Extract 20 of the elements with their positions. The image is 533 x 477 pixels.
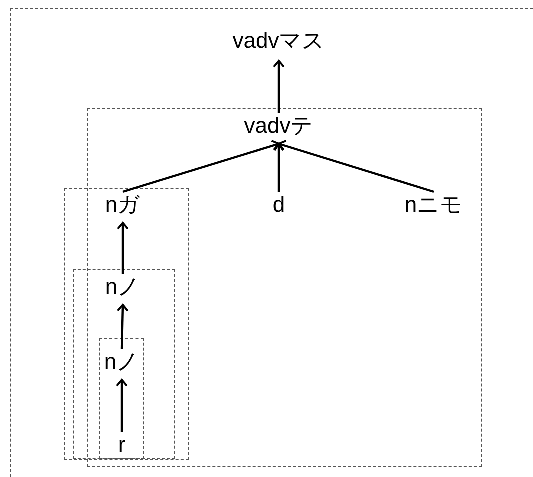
arrow <box>122 140 280 194</box>
node-label: vadvマス <box>214 27 344 57</box>
node-label: d <box>264 191 294 219</box>
node-label: vadvテ <box>219 112 339 140</box>
dashed-group-box <box>99 338 144 459</box>
dashed-group-box <box>73 269 175 459</box>
node-label: r <box>109 431 135 457</box>
arrow <box>116 379 128 432</box>
arrow <box>117 222 129 274</box>
arrow <box>116 304 129 350</box>
dashed-group-box <box>87 108 482 467</box>
node-label: nニモ <box>391 191 477 219</box>
arrow <box>278 140 434 194</box>
node-label: nノ <box>100 348 144 376</box>
arrow <box>273 60 285 113</box>
dashed-group-box <box>64 188 189 460</box>
node-label: nノ <box>100 273 146 301</box>
arrow <box>273 143 285 192</box>
dashed-group-box <box>10 8 533 477</box>
node-label: nガ <box>93 191 153 219</box>
